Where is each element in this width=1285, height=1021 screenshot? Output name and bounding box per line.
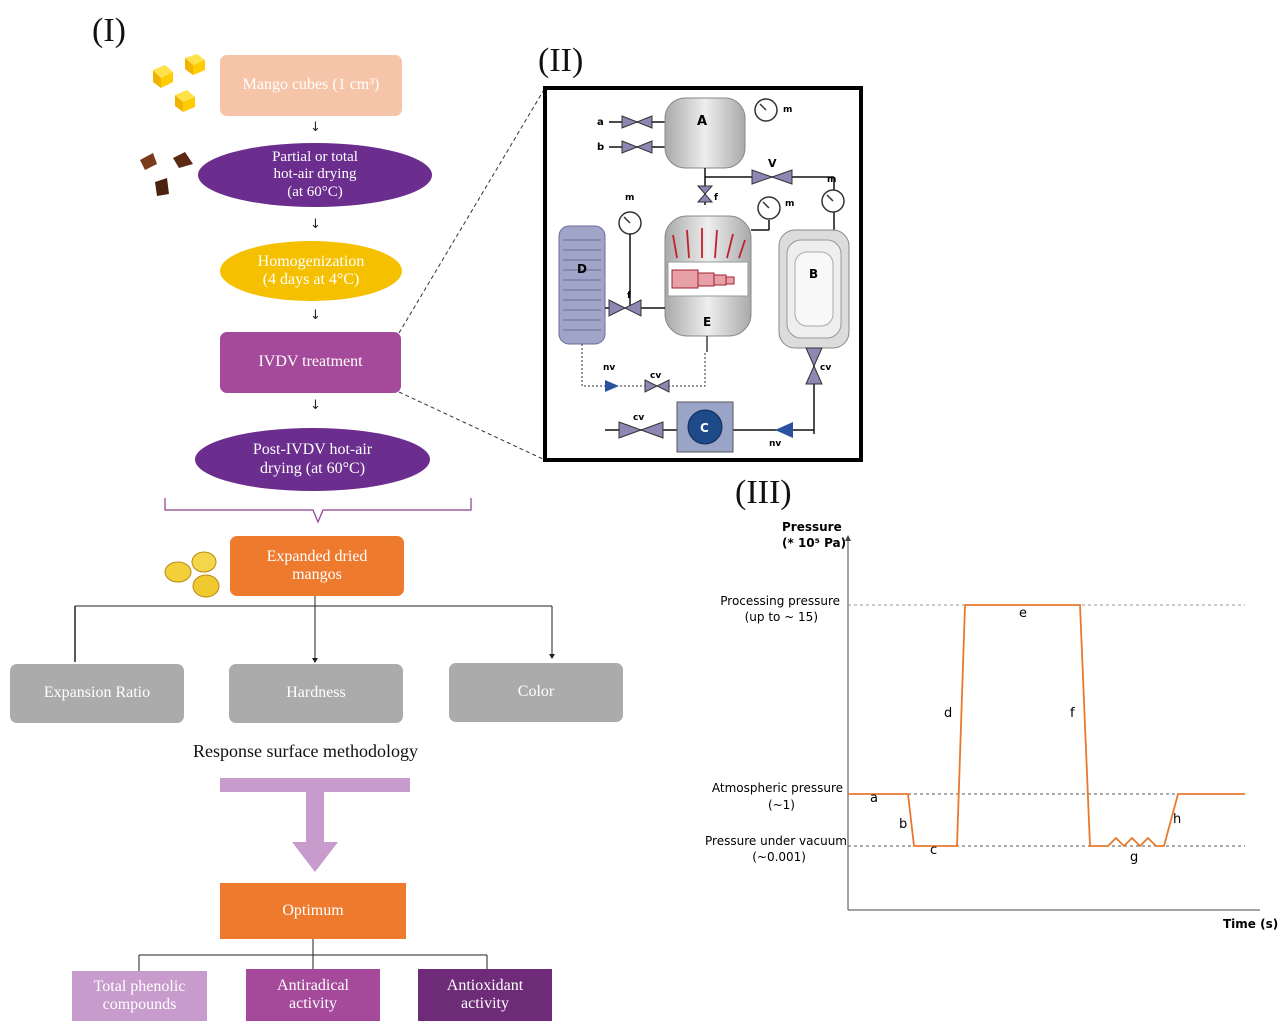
zoom-lines — [398, 87, 546, 461]
tank-a-label: A — [697, 114, 707, 129]
flow-step-ivdv-text: IVDV treatment — [258, 353, 363, 371]
output-total-phenolic-line-1: Total phenolic — [93, 977, 186, 995]
output-antiradical-line-2: activity — [289, 995, 337, 1012]
panel-label-iii: (III) — [735, 474, 792, 511]
output-antiradical-line-1: Antiradical — [277, 976, 349, 994]
flow-step-expanded-line-1: Expanded dried — [266, 547, 368, 565]
optimum-box: Optimum — [220, 883, 406, 939]
response-color-text: Color — [517, 683, 555, 701]
response-hardness-text: Hardness — [286, 684, 346, 702]
response-expansion-ratio: Expansion Ratio — [10, 664, 184, 723]
output-antioxidant: Antioxidant activity — [418, 969, 552, 1021]
gauge-label-m4: m — [625, 193, 634, 203]
flow-step-homogenization: Homogenization (4 days at 4°C) — [220, 241, 402, 301]
level-vacuum-line-1: Pressure under vacuum — [705, 834, 847, 848]
valve-label-a: a — [597, 117, 604, 128]
flow-step-post-ivdv-drying: Post-IVDV hot-air drying (at 60°C) — [195, 428, 430, 491]
segment-label-a: a — [870, 791, 878, 806]
flow-step-hot-air-line-3: (at 60°C) — [287, 183, 343, 200]
valve-label-cv1: cv — [650, 371, 661, 381]
x-axis-label: Time (s) — [1223, 917, 1278, 931]
gauge-icon — [757, 196, 781, 220]
arrow-down-4: ↓ — [310, 398, 321, 413]
gauge-label-m2: m — [827, 175, 836, 185]
response-expansion-ratio-text: Expansion Ratio — [43, 684, 151, 702]
tank-d-label: D — [577, 262, 587, 276]
level-processing-line-2: (up to ~ 15) — [745, 610, 818, 624]
big-down-arrow — [220, 778, 410, 872]
valve-label-f1: f — [714, 193, 718, 203]
flow-step-hot-air-line-2: hot-air drying — [273, 166, 357, 183]
flow-step-hot-air-line-1: Partial or total — [272, 149, 358, 166]
panel-label-ii: (II) — [538, 42, 584, 79]
segment-label-d: d — [944, 706, 952, 721]
expanded-mango-icon — [164, 551, 220, 598]
gauge-label-m3: m — [785, 199, 794, 209]
gauge-label-m1: m — [783, 105, 792, 115]
output-antioxidant-line-1: Antioxidant — [446, 976, 524, 994]
output-total-phenolic: Total phenolic compounds — [72, 971, 207, 1021]
segment-label-c-low: c — [930, 843, 937, 858]
response-connectors — [74, 596, 555, 663]
flow-step-expanded-mangos: Expanded dried mangos — [230, 536, 404, 596]
flow-step-mango-cubes: Mango cubes (1 cm³) — [220, 55, 402, 116]
gauge-icon — [618, 211, 642, 235]
method-label: Response surface methodology — [193, 741, 418, 761]
group-brace — [164, 498, 472, 524]
output-total-phenolic-line-2: compounds — [102, 996, 177, 1013]
gauge-icon — [821, 189, 845, 213]
flow-step-ivdv-treatment: IVDV treatment — [220, 332, 401, 393]
output-antiradical: Antiradical activity — [246, 969, 380, 1021]
segment-label-h: h — [1173, 812, 1181, 827]
segment-label-b: b — [899, 817, 907, 832]
flow-step-post-ivdv-line-1: Post-IVDV hot-air — [252, 441, 373, 459]
valve-label-nv2: nv — [769, 439, 781, 449]
flow-step-homogenization-line-1: Homogenization — [257, 252, 365, 270]
output-antioxidant-line-2: activity — [461, 995, 509, 1012]
flow-step-mango-cubes-text: Mango cubes (1 cm³) — [242, 76, 380, 94]
valve-label-nv1: nv — [603, 363, 615, 373]
y-axis-label-line-2: (* 10⁵ Pa) — [782, 536, 846, 550]
flow-step-expanded-line-2: mangos — [292, 566, 342, 583]
y-axis-label-line-1: Pressure — [782, 520, 842, 534]
response-color: Color — [449, 663, 623, 722]
level-vacuum-line-2: (~0.001) — [752, 850, 806, 864]
valve-label-v: V — [768, 157, 777, 170]
apparatus-diagram: a b A m V m f E m D m f nv cv — [558, 97, 850, 453]
vessel-e-label: E — [703, 315, 711, 329]
output-connectors — [138, 939, 488, 971]
valve-label-f2: f — [627, 291, 631, 301]
response-hardness: Hardness — [229, 664, 403, 723]
arrow-down-1: ↓ — [310, 120, 321, 135]
segment-label-e: e — [1019, 606, 1027, 621]
segment-label-g: g — [1130, 850, 1138, 865]
flow-step-homogenization-line-2: (4 days at 4°C) — [262, 271, 360, 288]
dried-mango-pieces-icon — [140, 152, 193, 196]
pressure-profile-line — [848, 604, 1245, 848]
level-atmospheric-line-1: Atmospheric pressure — [712, 781, 843, 795]
mango-cubes-icon — [153, 54, 205, 112]
valve-label-b: b — [597, 142, 604, 153]
tank-b-label: B — [809, 267, 818, 281]
flow-step-hot-air-drying: Partial or total hot-air drying (at 60°C… — [198, 143, 432, 207]
level-processing-line-1: Processing pressure — [720, 594, 840, 608]
gauge-icon — [754, 98, 778, 122]
level-atmospheric-line-2: (~1) — [768, 798, 795, 812]
segment-label-f: f — [1070, 706, 1075, 721]
pump-c-label: C — [700, 421, 709, 435]
flow-step-post-ivdv-line-2: drying (at 60°C) — [259, 459, 366, 477]
valve-label-cv3: cv — [633, 413, 644, 423]
arrow-down-2: ↓ — [310, 217, 321, 232]
arrow-down-3: ↓ — [310, 308, 321, 323]
valve-label-cv2: cv — [820, 363, 831, 373]
optimum-text: Optimum — [282, 901, 344, 919]
pressure-profile-chart: Pressure (* 10⁵ Pa) Time (s) Processing … — [705, 520, 1278, 931]
panel-label-i: (I) — [92, 12, 126, 49]
